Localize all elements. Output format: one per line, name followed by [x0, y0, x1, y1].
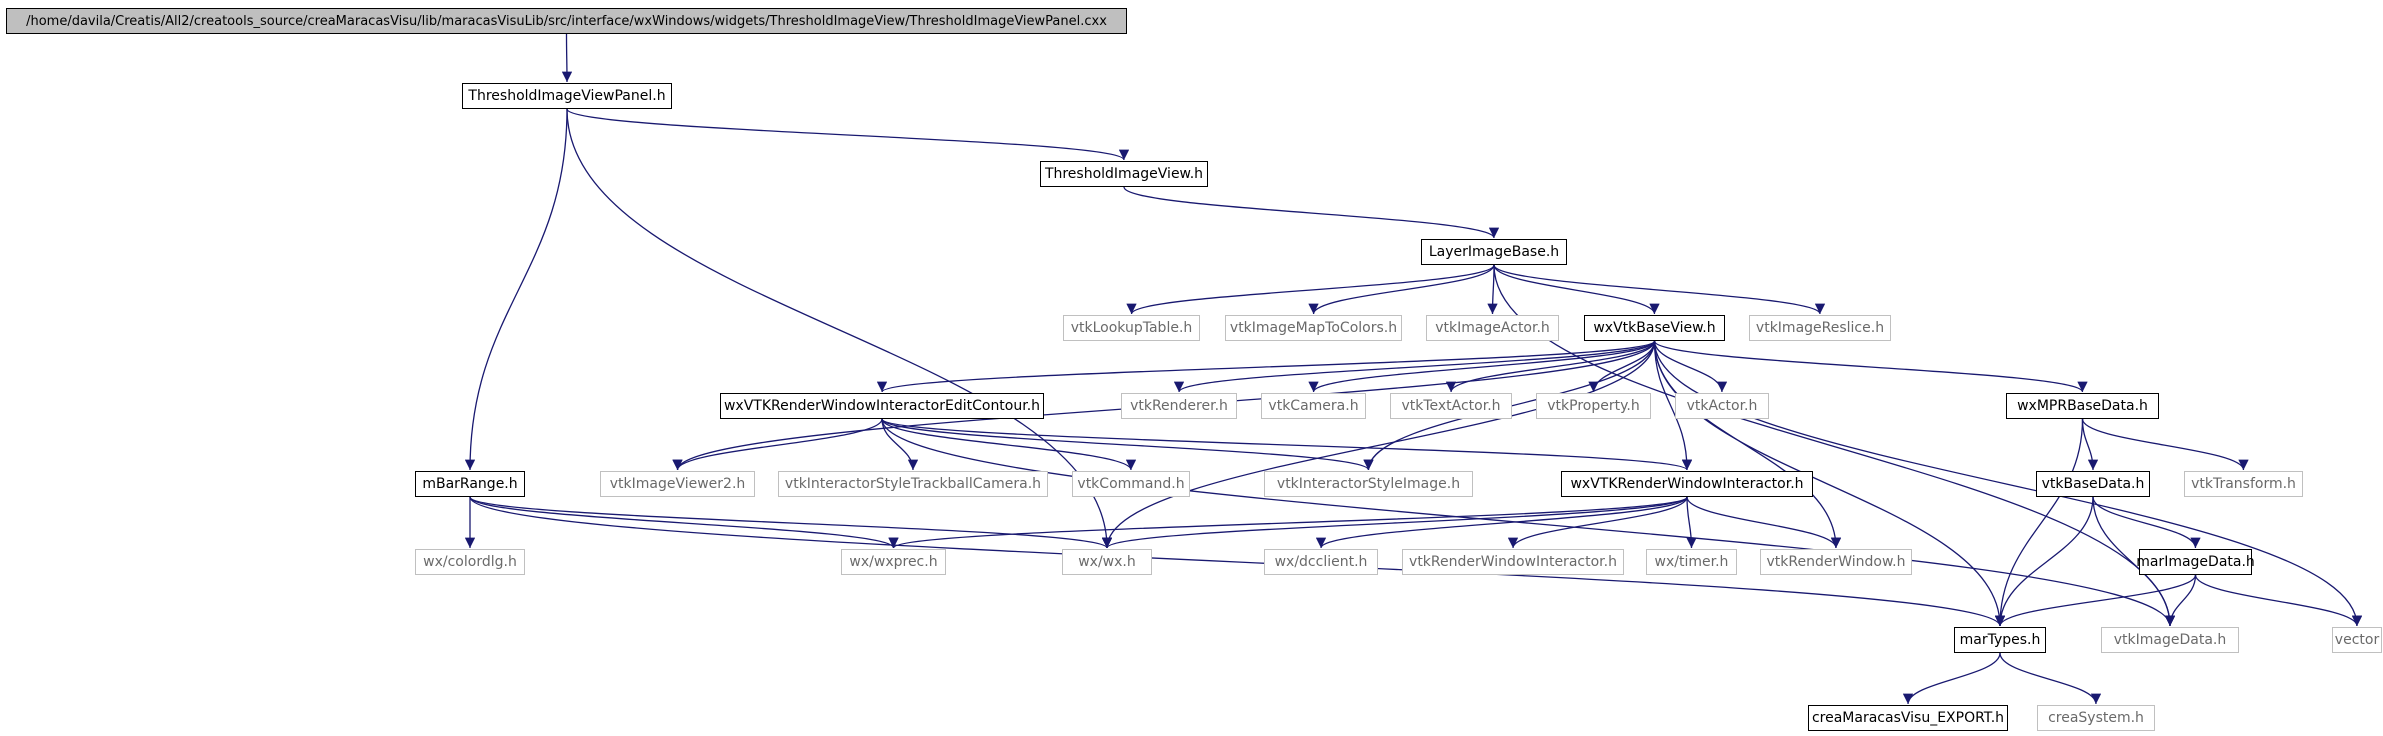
edge-wxec-to-vid: [881, 418, 2176, 627]
edge-wvbv-to-vec: [1653, 340, 2363, 627]
edge-wxrwi-to-prec: [888, 496, 1688, 549]
edge-vbd-to-mid: [2092, 496, 2201, 549]
node-lut: vtkLookupTable.h: [1063, 315, 1200, 341]
node-iact: vtkImageActor.h: [1426, 315, 1559, 341]
node-wxrwi: wxVTKRenderWindowInteractor.h: [1561, 471, 1813, 497]
node-iv2: vtkImageViewer2.h: [600, 471, 755, 497]
node-rw: vtkRenderWindow.h: [1760, 549, 1912, 575]
node-tivp: ThresholdImageViewPanel.h: [462, 83, 672, 109]
node-mbr: mBarRange.h: [415, 471, 525, 497]
edge-vbd-to-vid: [2092, 496, 2176, 627]
node-tmr: wx/timer.h: [1646, 549, 1737, 575]
edge-mbr-to-prec: [469, 496, 899, 549]
node-resl: vtkImageReslice.h: [1749, 315, 1891, 341]
node-tact: vtkTextActor.h: [1390, 393, 1512, 419]
edge-wvbv-to-wxrwi: [1653, 340, 1693, 471]
node-isi: vtkInteractorStyleImage.h: [1264, 471, 1473, 497]
edge-lib-to-wvbv: [1493, 264, 1660, 315]
edge-tivp-to-tiv: [566, 108, 1129, 161]
node-cam: vtkCamera.h: [1261, 393, 1366, 419]
node-istc: vtkInteractorStyleTrackballCamera.h: [778, 471, 1048, 497]
node-tiv: ThresholdImageView.h: [1040, 161, 1208, 187]
node-act: vtkActor.h: [1675, 393, 1769, 419]
edge-wxec-to-cmd: [881, 418, 1137, 471]
node-sys: creaSystem.h: [2037, 705, 2155, 731]
edge-wxec-to-isi: [881, 418, 1374, 471]
edge-wvbv-to-wxec: [877, 340, 1656, 393]
edge-wvbv-to-mpr: [1653, 340, 2088, 393]
edge-lib-to-resl: [1493, 264, 1826, 315]
edge-mbr-to-mt: [469, 496, 2005, 627]
edge-vbd-to-mt: [1994, 496, 2094, 627]
edge-tiv-to-lib: [1123, 186, 1500, 239]
edge-wvbv-to-ren: [1174, 340, 1656, 393]
edge-wxrwi-to-tmr: [1686, 496, 1697, 549]
node-wvbv: wxVtkBaseView.h: [1584, 315, 1725, 341]
edge-mt-to-exp: [1902, 652, 2001, 705]
edge-wxrwi-to-wxh: [1102, 496, 1688, 549]
edge-wxrwi-to-rwi: [1507, 496, 1688, 549]
node-prop: vtkProperty.h: [1536, 393, 1651, 419]
node-vbd: vtkBaseData.h: [2036, 471, 2150, 497]
node-cmd: vtkCommand.h: [1072, 471, 1190, 497]
edge-lib-to-iact: [1487, 264, 1498, 315]
edge-root-to-tivp: [561, 33, 573, 83]
edge-mid-to-mt: [1994, 574, 2197, 627]
edge-mid-to-vid: [2164, 574, 2197, 627]
edge-wxec-to-istc: [881, 418, 919, 471]
node-wxh: wx/wx.h: [1062, 549, 1152, 575]
edge-wxrwi-to-rw: [1686, 496, 1842, 549]
edge-mid-to-vec: [2194, 574, 2363, 627]
edge-mpr-to-mt: [1994, 418, 2084, 627]
edge-tivp-to-mbr: [464, 108, 568, 471]
edge-wvbv-to-cam: [1308, 340, 1656, 393]
node-root: /home/davila/Creatis/All2/creatools_sour…: [6, 8, 1127, 34]
node-dcc: wx/dcclient.h: [1264, 549, 1378, 575]
edge-lib-to-lut: [1126, 264, 1495, 315]
node-ren: vtkRenderer.h: [1121, 393, 1237, 419]
edge-wvbv-to-wxh: [1101, 340, 1656, 549]
edge-layer: [464, 33, 2363, 705]
node-mpr: wxMPRBaseData.h: [2006, 393, 2159, 419]
edge-wxec-to-iv2: [672, 418, 883, 471]
node-vec: vector: [2332, 627, 2382, 653]
edge-mbr-to-wxh: [469, 496, 1112, 549]
edge-lib-to-imtc: [1308, 264, 1495, 315]
edge-mt-to-sys: [1999, 652, 2102, 705]
node-lib: LayerImageBase.h: [1421, 239, 1567, 265]
node-rwi: vtkRenderWindowInteractor.h: [1402, 549, 1624, 575]
node-prec: wx/wxprec.h: [841, 549, 946, 575]
edge-wvbv-to-mt: [1653, 340, 2006, 627]
node-mt: marTypes.h: [1954, 627, 2046, 653]
node-imtc: vtkImageMapToColors.h: [1225, 315, 1402, 341]
edge-wxrwi-to-dcc: [1315, 496, 1688, 549]
node-wxec: wxVTKRenderWindowInteractorEditContour.h: [720, 393, 1044, 419]
edge-wvbv-to-act: [1653, 340, 1728, 393]
node-cdlg: wx/colordlg.h: [415, 549, 525, 575]
node-exp: creaMaracasVisu_EXPORT.h: [1808, 705, 2008, 731]
node-tr: vtkTransform.h: [2184, 471, 2303, 497]
node-vid: vtkImageData.h: [2101, 627, 2239, 653]
node-mid: marImageData.h: [2136, 549, 2255, 575]
edge-wxec-to-wxrwi: [881, 418, 1692, 471]
edge-mpr-to-tr: [2081, 418, 2249, 471]
edge-wvbv-to-tact: [1445, 340, 1656, 393]
